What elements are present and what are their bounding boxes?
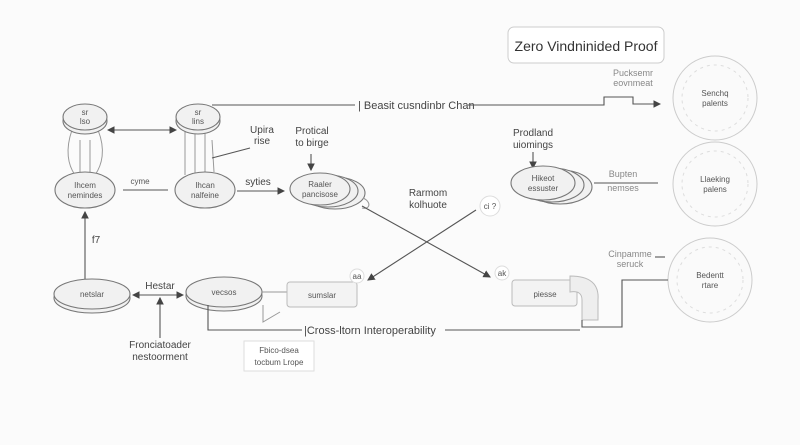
small-node-q: ci ? [479,195,501,217]
node-label: ak [498,269,507,278]
node-label: Fbico-dsea [259,346,299,355]
top-chain-label: | Beasit cusndinbr Chan [358,100,475,112]
shape [681,64,749,132]
node-label: palens [703,185,727,194]
shape [54,171,116,209]
protical-label-2: to birge [295,138,329,149]
node-label: nemindes [68,191,103,200]
node-label: Hikeot [532,174,555,183]
shape [286,281,358,308]
shape [511,279,578,307]
shape [507,26,665,64]
node-label: Ihcem [74,181,96,190]
node-label: piesse [533,290,557,299]
bupten-label-2: nemses [607,183,639,193]
shape [676,246,744,314]
pucksemr-label: Pucksemr [613,68,653,78]
cinpamme-label-2: seruck [617,259,644,269]
shape [67,129,103,176]
shape [672,141,758,227]
node-label: Ihcan [195,181,215,190]
shape [53,278,131,310]
node-label: sr [82,108,89,117]
rarmom-label-2: kolhuote [409,200,447,211]
node-label: tocbum Lrope [255,358,304,367]
f7-label: f7 [92,235,101,246]
upira-label-2: rise [254,136,271,147]
shape [349,268,365,284]
shape [361,197,370,209]
interop-line-right [445,279,668,331]
tick-mark [262,305,281,323]
fbico-note: Fbico-dsea tocbum Lrope [243,340,315,372]
shape [289,172,351,206]
shape [494,265,510,281]
shape [672,55,758,141]
prodland-label-2: uiomings [513,140,553,151]
shape [243,340,315,372]
diagram-title: Zero Vindninided Proof [515,38,658,54]
upira-label: Upira [250,125,274,136]
node-label: sr [195,108,202,117]
shape [184,130,215,175]
interop-line-left [207,305,302,331]
node-label: lins [192,117,204,126]
node-label: sumslar [308,291,336,300]
bupten-label: Bupten [609,169,638,179]
shape [681,150,749,218]
shape [175,103,221,131]
node-label: palents [702,99,728,108]
title-box: Zero Vindninided Proof [507,26,665,64]
small-node-ak: ak [494,265,510,281]
shape [667,237,753,323]
node-label: Llaeking [700,175,730,184]
cyme-label: cyme [130,177,150,186]
shape [479,195,501,217]
box-node-sumslar: sumslar [286,281,358,308]
ellipse-node-vecsos: vecsos [185,276,263,312]
ellipse-node-netslar: netslar [53,278,131,314]
fronciatoader-label-2: nestoorment [132,352,188,363]
shape [510,165,576,201]
node-label: pancisose [302,190,339,199]
protical-label: Protical [295,126,328,137]
cross-arrow-2 [367,209,477,281]
node-label: vecsos [212,288,237,297]
node-label: Senchq [701,89,728,98]
shape [62,103,108,131]
node-label: essuster [528,184,559,193]
node-label: aa [353,272,362,281]
cinpamme-label: Cinpamme [608,249,652,259]
node-label: Bedentt [696,271,724,280]
fronciatoader-label: Fronciatoader [129,340,191,351]
small-node-aa: aa [349,268,365,284]
node-label: ci ? [484,202,497,211]
node-label: rtare [702,281,719,290]
rarmom-label: Rarmom [409,188,447,199]
node-label: lso [80,117,91,126]
shape [174,171,236,209]
prodland-label: Prodland [513,128,553,139]
syties-label: syties [245,177,271,188]
node-label: netslar [80,290,104,299]
box-node-piesse: piesse [511,275,599,321]
node-label: Raaler [308,180,332,189]
node-label: nalfeine [191,191,220,200]
upira-pointer [211,147,251,159]
cross-interop-label: |Cross-ltorn Interoperability [304,325,436,337]
hestar-label: Hestar [145,281,175,292]
pucksemr-label-2: eovnmeat [613,78,653,88]
cross-arrow-1 [361,205,491,278]
chain-line-right [468,96,662,108]
